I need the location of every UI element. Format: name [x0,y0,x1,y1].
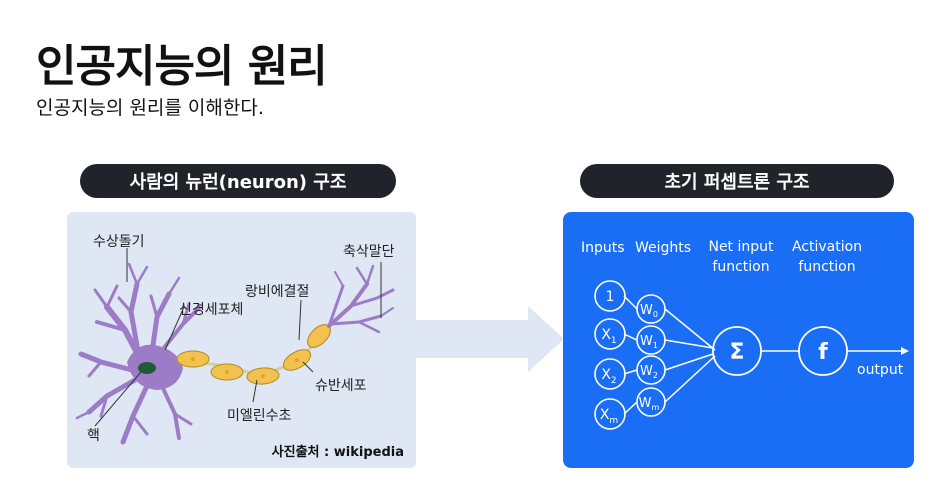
weight-node-1: W1 [640,334,658,350]
transition-arrow [416,306,564,372]
myelin-segments [176,324,331,385]
sum-node [712,326,762,376]
label-nucleus: 핵 [87,428,100,444]
neuron-illustration: 수상돌기 신경세포체 핵 랑비에결절 축삭말단 슈반세포 미엘린수초 [75,234,395,445]
activation-node [798,326,848,376]
header-weights: Weights [635,240,691,256]
weight-node-m: Wm [639,396,660,412]
header-inputs: Inputs [581,240,625,256]
page-subtitle: 인공지능의 원리를 이해한다. [36,97,264,119]
header-activation-1: Activation [792,239,862,255]
weight-node-2: W2 [640,364,658,380]
label-node-of-ranvier: 랑비에결절 [245,284,309,300]
label-schwann-cell: 슈반세포 [315,378,367,394]
sum-symbol: Σ [729,340,744,365]
input-node-2: X2 [601,367,616,386]
perceptron-illustration: Inputs Weights Net input function Activa… [581,239,909,430]
activation-symbol: f [818,340,828,365]
perceptron-connections [623,295,901,415]
neuron-section-pill: 사람의 뉴런(neuron) 구조 [80,164,396,198]
output-arrowhead [901,347,909,355]
page-title: 인공지능의 원리 [36,41,328,92]
label-myelin-sheath: 미엘린수초 [227,408,292,424]
label-axon-terminal: 축삭말단 [343,244,395,260]
image-credit: 사진출처 : wikipedia [271,445,404,460]
nucleus [138,362,156,374]
dendrites [75,262,201,445]
perceptron-section-pill: 초기 퍼셉트론 구조 [580,164,894,198]
label-dendrite: 수상돌기 [93,234,145,250]
header-net-input-2: function [712,259,769,275]
weight-node-0: W0 [640,303,658,319]
header-net-input-1: Net input [708,239,774,255]
output-label: output [857,362,904,378]
header-activation-2: function [798,259,855,275]
input-node-0: 1 [606,289,615,305]
weight-nodes [636,294,666,417]
label-soma: 신경세포체 [179,302,243,318]
perceptron-diagram-panel: Inputs Weights Net input function Activa… [563,212,914,468]
neuron-diagram-panel: 수상돌기 신경세포체 핵 랑비에결절 축삭말단 슈반세포 미엘린수초 사진출처 … [67,212,416,468]
input-node-m: Xm [600,407,618,426]
axon-terminal [327,264,395,334]
input-node-1: X1 [601,327,616,346]
input-nodes [594,280,626,430]
